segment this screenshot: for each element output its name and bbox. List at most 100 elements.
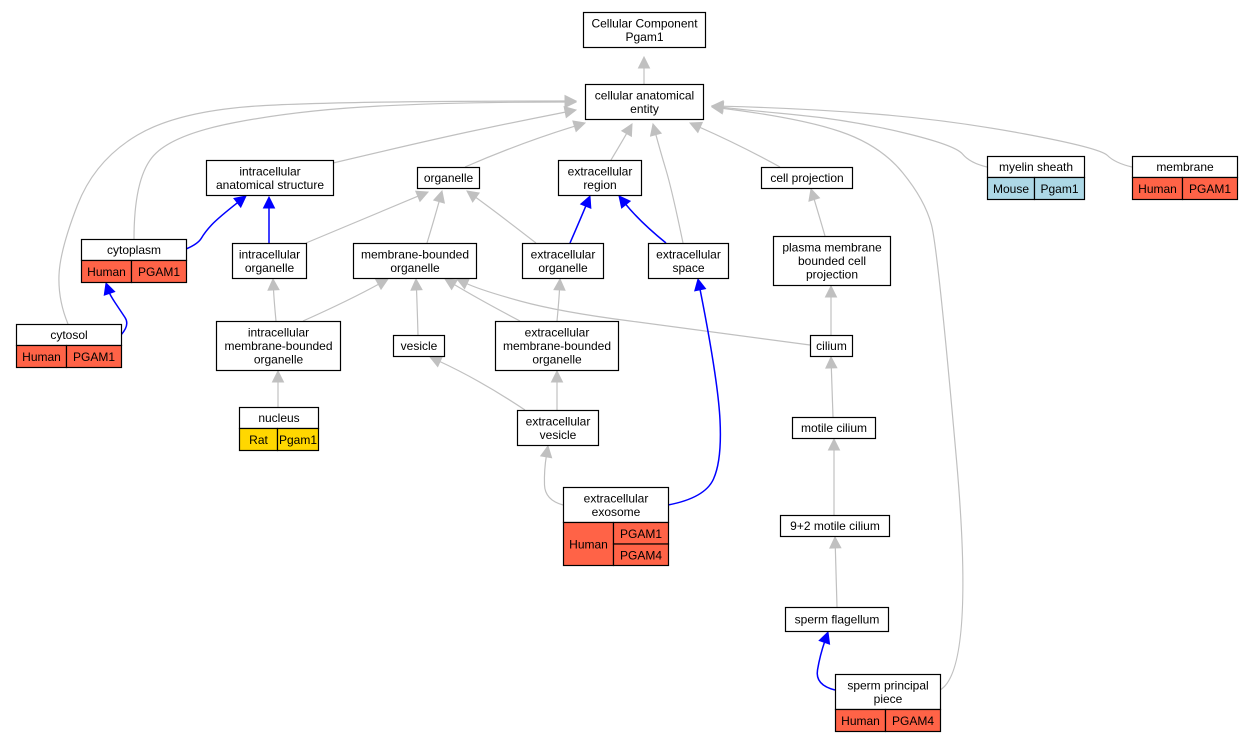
edge-arrowhead [618,195,632,209]
edge-arrowhead [539,444,553,459]
edge-line [720,107,964,691]
edge-line [415,287,419,336]
node-label-line: myelin sheath [999,160,1073,174]
species-label: Human [1138,182,1177,196]
node-label-line: cytosol [50,328,87,342]
node-organelle[interactable]: organelle [416,166,481,190]
node-label-line: organelle [254,353,304,367]
node-label-line: intracellular [248,326,309,340]
edge-cytosol-to-cytoplasm [103,281,128,336]
edge-line [720,106,988,168]
node-nine-plus-two-motile-cilium[interactable]: 9+2 motile cilium [779,514,891,538]
edge-membrane_bounded_organelle-to-organelle [426,189,446,244]
node-label-line: exosome [592,505,641,519]
node-box [205,159,335,197]
edge-line [185,200,240,250]
edges-layer [58,55,1133,691]
edge-arrowhead [649,122,663,137]
gene-label: Pgam1 [1040,182,1078,196]
node-label-line: organelle [424,171,474,185]
node-box [791,416,877,440]
node-box [557,159,643,197]
node-cell-projection[interactable]: cell projection [760,166,854,190]
edge-intracellular_anatomical_structure-to-cellular_anatomical_entity [332,106,578,164]
edge-line [302,282,381,322]
edge-arrowhead [694,277,707,292]
node-cilium[interactable]: cilium [809,334,854,358]
node-sperm-flagellum[interactable]: sperm flagellum [784,606,890,633]
edge-line [108,291,128,336]
edge-cilium-to-plasma_membrane_bounded_cell_projection [824,284,838,335]
node-motile-cilium[interactable]: motile cilium [791,416,877,440]
node-label-line: cellular anatomical [595,88,694,102]
edge-line [569,204,588,244]
node-label-line: space [672,261,704,275]
node-label-line: Cellular Component [591,16,698,30]
edge-sperm_principal_piece-to-cellular_anatomical_entity [710,102,964,691]
edge-arrowhead [267,277,280,291]
edge-organelle-to-cellular_anatomical_entity [464,120,587,168]
node-box [416,166,481,190]
edge-intracellular_membrane_bounded_organelle-to-membrane_bounded_organelle [302,278,389,322]
node-label-line: organelle [245,261,295,275]
edge-arrowhead [620,123,633,138]
node-label-line: membrane [1156,160,1214,174]
edge-line [58,100,568,325]
node-label-line: intracellular [239,164,300,178]
gene-cell [130,259,188,284]
edge-arrowhead [824,284,838,298]
edge-arrowhead [563,106,578,119]
edge-line [720,105,1133,168]
edge-sperm_flagellum-to-nine_plus_two_motile_cilium [829,535,842,608]
node-label-line: plasma membrane [782,241,882,255]
node-label-line: membrane-bounded [361,247,469,261]
edge-extracellular_organelle-to-organelle [466,190,537,244]
edge-line [830,365,834,418]
edge-line [697,126,781,168]
edge-arrowhead [688,121,704,134]
edge-arrowhead [825,355,838,369]
gene-label: PGAM4 [892,714,934,728]
edge-extracellular_exosome-to-extracellular_space [667,277,722,506]
edge-line [305,194,420,244]
gene-label: PGAM1 [73,350,115,364]
node-label-line: vesicle [540,428,577,442]
node-label-line: extracellular [531,247,596,261]
edge-line [543,454,564,506]
node-box [562,486,670,524]
node-box [516,409,600,447]
node-vesicle[interactable]: vesicle [392,334,446,358]
species-label: Rat [249,433,268,447]
node-label-line: extracellular [656,247,721,261]
edge-line [464,282,811,346]
node-box [521,242,605,280]
node-box [352,242,478,280]
edge-extracellular_membrane_bounded_organelle-to-extracellular_organelle [553,277,566,322]
edge-arrowhead [818,630,831,645]
species-label: Human [569,538,608,552]
edge-arrowhead [579,194,592,210]
node-box [647,242,730,280]
